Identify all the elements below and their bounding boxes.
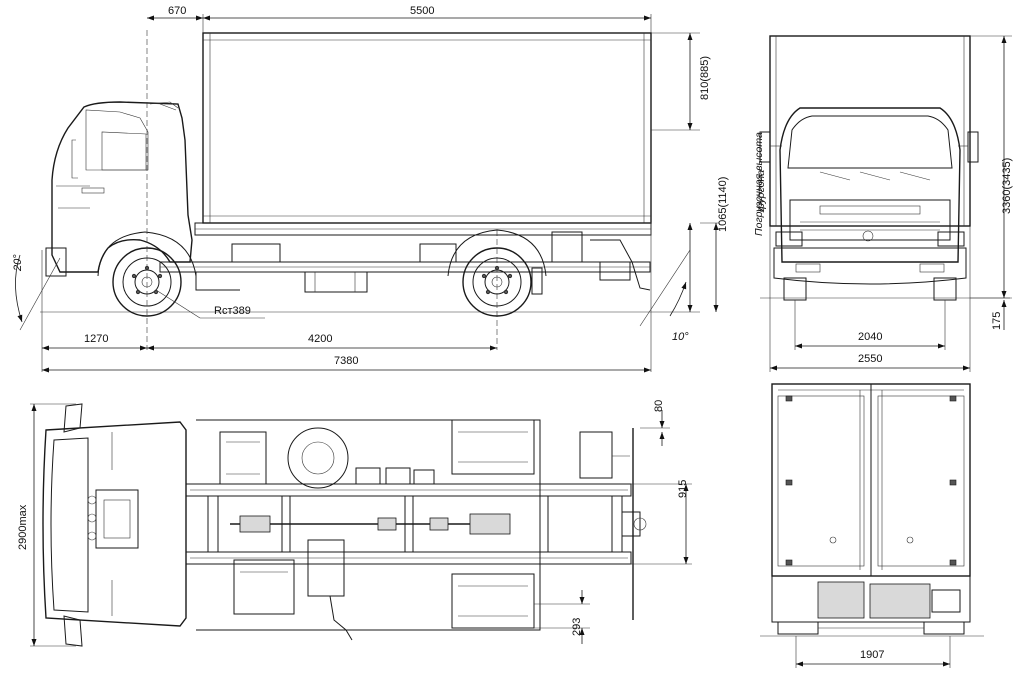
front-view: 2040 2550 3360(3435) 175 <box>759 35 1013 372</box>
rear-wheel-left-top <box>451 419 535 475</box>
dim-915: 915 <box>677 480 689 498</box>
fuel-tank <box>304 271 368 293</box>
dim-810: 810(885) <box>699 56 711 100</box>
dim-1065: 1065(1140) <box>717 177 729 232</box>
side-view: 670 5500 1270 4200 7380 20° 10° Rст389 8… <box>12 5 767 373</box>
cab-top <box>42 421 187 627</box>
dim-2900: 2900max <box>17 504 29 550</box>
angle-departure: 10° <box>672 331 689 343</box>
dim-1270: 1270 <box>84 333 108 345</box>
turning-radius: Rст389 <box>214 305 251 317</box>
top-view: 2900max 80 915 293 <box>17 400 692 647</box>
dim-670: 670 <box>168 5 186 17</box>
dim-175: 175 <box>991 312 1003 330</box>
cab-front <box>779 107 961 263</box>
dim-2040: 2040 <box>858 331 882 343</box>
dim-5500: 5500 <box>410 5 434 17</box>
battery-box <box>219 431 267 485</box>
dim-2550: 2550 <box>858 353 882 365</box>
loading-height-label-2: фургона <box>755 170 767 212</box>
dim-80: 80 <box>653 400 665 412</box>
dim-1907: 1907 <box>860 649 884 661</box>
van-box-front <box>769 35 971 227</box>
air-tank-round <box>287 427 349 489</box>
angle-approach: 20° <box>12 254 24 272</box>
rear-view: 1907 <box>760 383 984 668</box>
loading-height-label-1: Погрузочная высота <box>753 132 765 236</box>
dim-3360: 3360(3435) <box>1001 158 1013 214</box>
van-box-side <box>202 32 652 224</box>
dim-7380: 7380 <box>334 355 358 367</box>
dim-4200: 4200 <box>308 333 332 345</box>
rear-wheel-right-top <box>451 573 535 629</box>
cab-side <box>51 101 193 273</box>
dim-293: 293 <box>571 618 583 636</box>
